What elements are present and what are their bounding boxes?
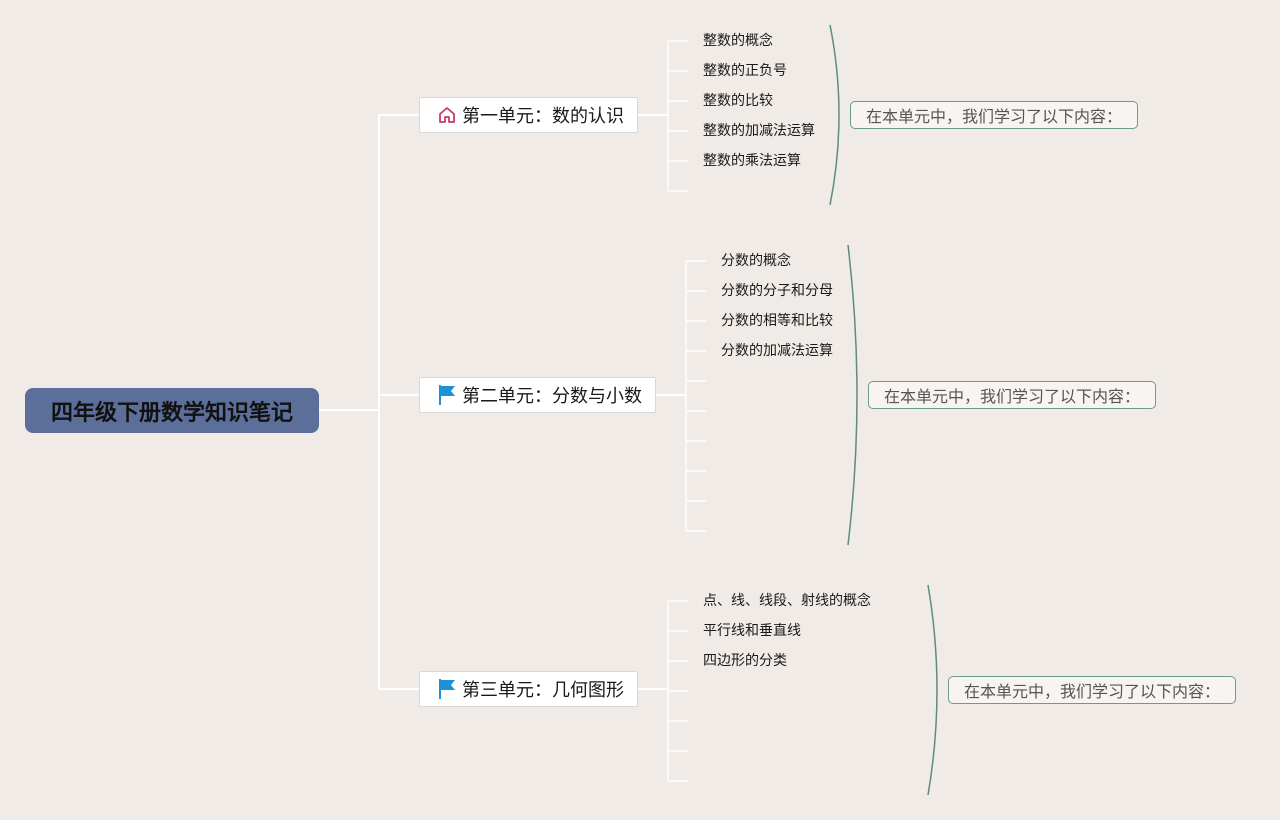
summary-text: 在本单元中，我们学习了以下内容：	[866, 107, 1123, 126]
topic-item[interactable]: 分数的加减法运算	[721, 343, 833, 359]
topic-item[interactable]: 整数的比较	[703, 93, 773, 109]
flag-icon	[436, 384, 458, 406]
summary-box-1[interactable]: 在本单元中，我们学习了以下内容：	[850, 101, 1138, 129]
topic-item[interactable]: 点、线、线段、射线的概念	[703, 593, 871, 609]
root-title: 四年级下册数学知识笔记	[50, 400, 293, 426]
unit-title: 第一单元：数的认识	[462, 106, 624, 127]
summary-box-2[interactable]: 在本单元中，我们学习了以下内容：	[868, 381, 1156, 409]
root-node[interactable]: 四年级下册数学知识笔记	[25, 388, 319, 433]
summary-brace	[829, 24, 840, 206]
topic-item[interactable]: 四边形的分类	[703, 653, 787, 669]
topic-item[interactable]: 分数的相等和比较	[721, 313, 833, 329]
summary-text: 在本单元中，我们学习了以下内容：	[964, 682, 1221, 701]
unit-node-1[interactable]: 第一单元：数的认识	[419, 97, 638, 133]
topic-item[interactable]: 整数的概念	[703, 33, 773, 49]
topic-item[interactable]: 平行线和垂直线	[703, 623, 801, 639]
flag-icon	[436, 678, 458, 700]
unit-title: 第三单元：几何图形	[462, 680, 624, 701]
unit-title: 第二单元：分数与小数	[462, 386, 642, 407]
summary-box-3[interactable]: 在本单元中，我们学习了以下内容：	[948, 676, 1236, 704]
topic-item[interactable]: 分数的分子和分母	[721, 283, 833, 299]
summary-brace	[927, 584, 938, 796]
summary-text: 在本单元中，我们学习了以下内容：	[884, 387, 1141, 406]
topic-item[interactable]: 整数的正负号	[703, 63, 787, 79]
summary-brace	[847, 244, 858, 546]
topic-item[interactable]: 分数的概念	[721, 253, 791, 269]
home-icon	[436, 104, 458, 126]
unit-node-3[interactable]: 第三单元：几何图形	[419, 671, 638, 707]
topic-item[interactable]: 整数的加减法运算	[703, 123, 815, 139]
topic-item[interactable]: 整数的乘法运算	[703, 153, 801, 169]
unit-node-2[interactable]: 第二单元：分数与小数	[419, 377, 656, 413]
